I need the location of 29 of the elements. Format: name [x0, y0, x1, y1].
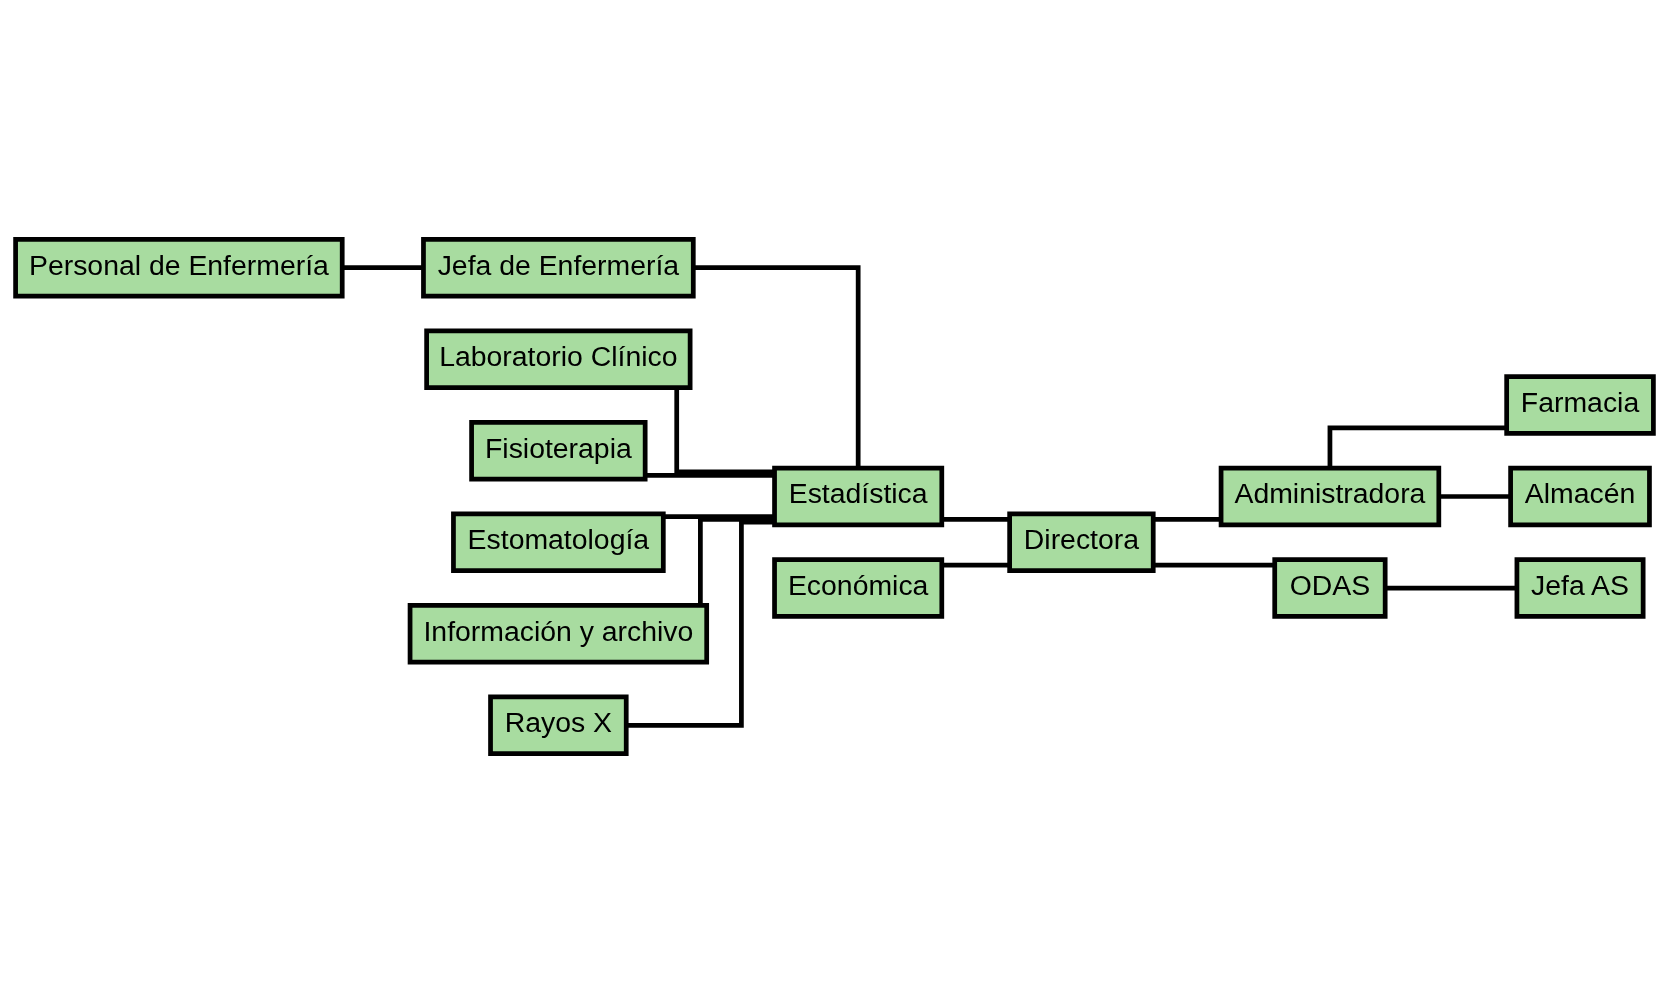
connector [693, 264, 861, 468]
connector [1153, 516, 1221, 522]
connector [674, 387, 775, 474]
node-box: Farmacia [1504, 373, 1656, 436]
node-box: Directora [1007, 511, 1156, 573]
node-box: Rayos X [488, 694, 629, 756]
node-box: Almacén [1508, 465, 1652, 527]
node-box: Estomatología [451, 511, 666, 573]
node-box: Personal de Enfermería [13, 236, 345, 298]
connector [941, 562, 1010, 567]
connector [342, 264, 424, 270]
connector [1438, 493, 1511, 499]
connector [1327, 425, 1507, 468]
node-box: Jefa de Enfermería [421, 236, 696, 298]
connector [698, 516, 775, 605]
node-box: Laboratorio Clínico [424, 327, 693, 390]
node-box: Estadística [772, 465, 945, 527]
connector [626, 519, 774, 728]
connector [941, 516, 1010, 522]
connector [1153, 562, 1275, 567]
node-box: Jefa AS [1514, 556, 1646, 619]
node-box: ODAS [1272, 556, 1388, 619]
node-box: Económica [772, 556, 945, 619]
connector [663, 513, 775, 519]
node-box: Información y archivo [407, 602, 710, 665]
node-box: Fisioterapia [469, 419, 648, 481]
connector [645, 472, 775, 478]
connector [1385, 585, 1517, 590]
node-box: Administradora [1218, 465, 1442, 527]
